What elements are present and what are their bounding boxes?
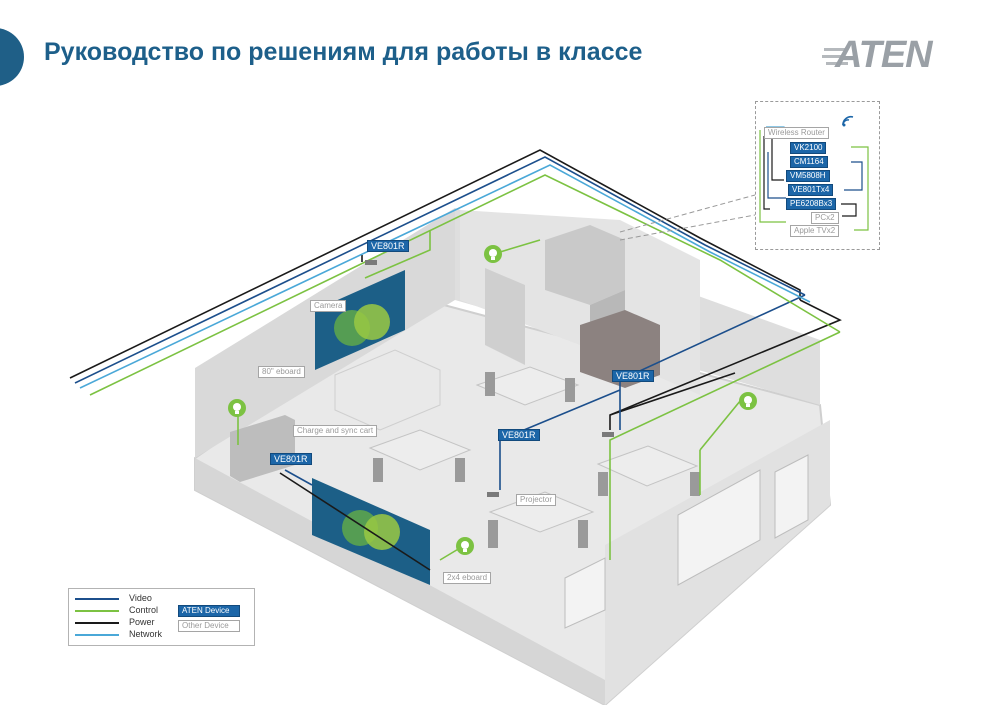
aten-logo: ATEN — [835, 34, 933, 76]
light-bulb-icon-3 — [739, 392, 757, 410]
projector-icons — [365, 260, 614, 497]
light-bulb-icon-2 — [228, 399, 246, 417]
label-projector: Projector — [516, 494, 557, 506]
teacher-podium — [334, 349, 441, 431]
light-bulb-icon-1 — [484, 245, 502, 263]
storage-cabinet — [580, 310, 660, 388]
server-rack — [545, 225, 625, 305]
charge-cart — [230, 415, 295, 482]
network-cables — [79, 164, 811, 389]
legend-line-video — [75, 598, 119, 600]
rack-callout-line-2 — [619, 214, 756, 241]
device-vm5808h: VM5808H — [786, 170, 830, 182]
legend-label-control: Control — [129, 605, 159, 615]
legend-line-network — [75, 634, 119, 636]
light-bulb-icon-4 — [456, 537, 474, 555]
label-eboard-2x4: 2x4 eboard — [443, 572, 492, 584]
device-apple-tvx2: Apple TVx2 — [790, 225, 840, 237]
legend-aten-device: ATEN Device — [178, 605, 240, 617]
wifi-icon — [842, 115, 854, 127]
legend-row-control: Control — [75, 605, 175, 616]
legend-row-video: Video — [75, 593, 175, 604]
legend-line-power — [75, 622, 119, 624]
legend: Video Control Power Network ATEN Device … — [68, 588, 255, 646]
device-pe6208bx3: PE6208Bx3 — [786, 198, 837, 210]
legend-line-control — [75, 610, 119, 612]
whiteboard-1 — [564, 557, 606, 629]
device-cm1164: CM1164 — [790, 156, 828, 168]
aten-logo-stripes-icon — [822, 48, 848, 65]
label-eboard-80: 80" eboard — [258, 366, 305, 378]
rack-callout-line-1 — [619, 194, 756, 233]
student-tables — [368, 366, 699, 533]
receiver-ve801r-top: VE801R — [367, 240, 409, 252]
storage-door — [485, 268, 525, 365]
front-left-wall — [195, 458, 605, 705]
device-vk2100: VK2100 — [790, 142, 827, 154]
label-charge-cart: Charge and sync cart — [293, 425, 378, 437]
control-cables — [89, 174, 841, 561]
device-ve801tx4: VE801Tx4 — [788, 184, 834, 196]
legend-row-power: Power — [75, 617, 175, 628]
device-pcx2: PCx2 — [811, 212, 839, 224]
legend-row-network: Network — [75, 629, 175, 640]
receiver-ve801r-right: VE801R — [612, 370, 654, 382]
eboard-80-logo-right — [354, 304, 390, 340]
side-door — [774, 454, 809, 539]
legend-label-video: Video — [129, 593, 152, 603]
legend-label-network: Network — [129, 629, 163, 639]
light-bulb-icons — [228, 245, 757, 555]
legend-label-power: Power — [129, 617, 155, 627]
wireless-router-tag: Wireless Router — [764, 127, 829, 139]
page-title: Руководство по решениям для работы в кла… — [44, 38, 643, 66]
receiver-ve801r-left: VE801R — [270, 453, 312, 465]
label-camera: Camera — [310, 300, 347, 312]
whiteboard-2 — [677, 469, 761, 586]
equipment-rack-box: Wireless Router VK2100 CM1164 VM5808H VE… — [755, 101, 880, 250]
legend-other-device: Other Device — [178, 620, 240, 632]
student-chairs — [373, 372, 700, 548]
receiver-ve801r-center: VE801R — [498, 429, 540, 441]
eboard-2x4-logo-right — [364, 514, 400, 550]
